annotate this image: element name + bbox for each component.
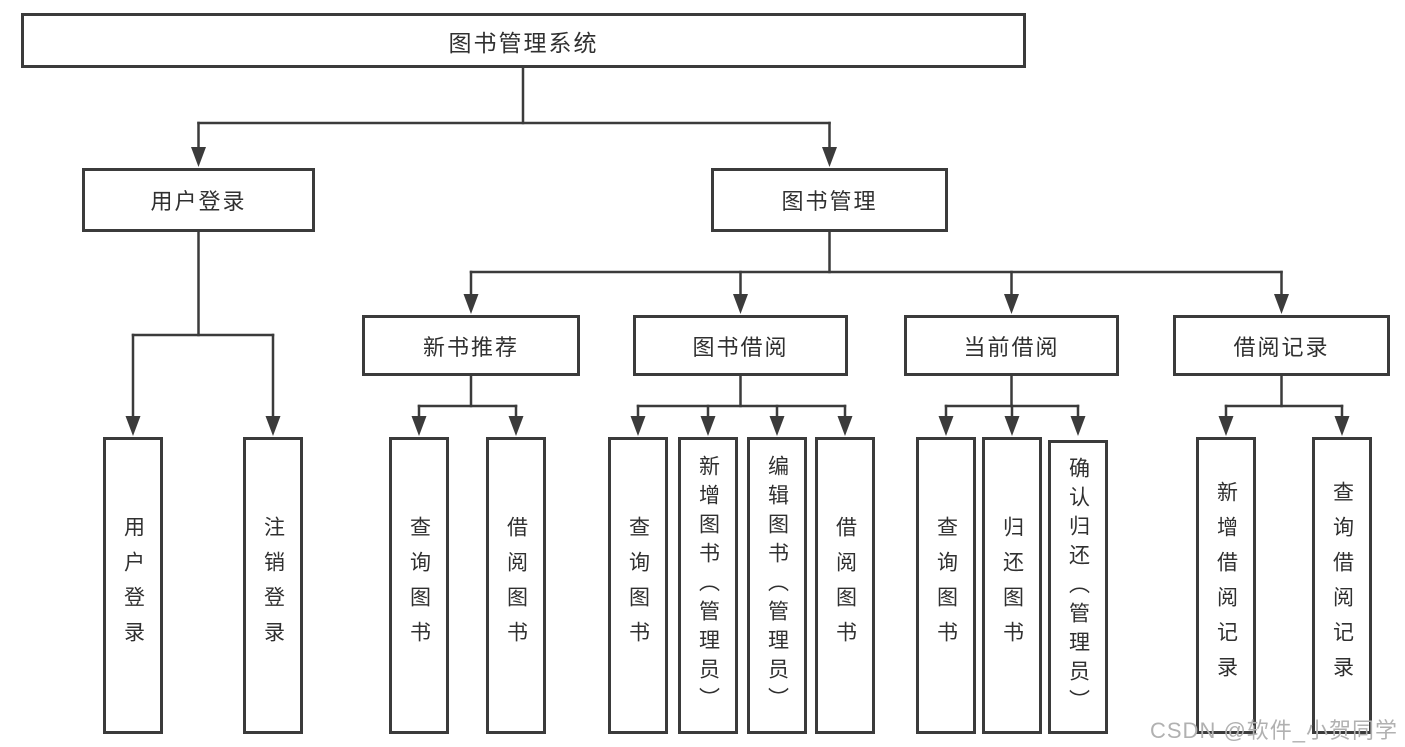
arrowhead: [463, 294, 479, 314]
arrowhead: [1274, 294, 1289, 314]
node-current-borrow: 当前借阅: [904, 315, 1119, 376]
node-new-book-recommend: 新书推荐: [362, 315, 580, 376]
leaf-add-borrow-record: 新增借阅记录: [1196, 437, 1256, 734]
node-library-management-system: 图书管理系统: [21, 13, 1026, 68]
arrowhead: [265, 416, 281, 436]
arrowhead: [191, 147, 206, 167]
leaf-user-login: 用户登录: [103, 437, 163, 734]
node-book-management: 图书管理: [711, 168, 948, 232]
arrowhead: [630, 416, 646, 436]
arrowhead: [508, 416, 524, 436]
node-book-borrow: 图书借阅: [633, 315, 848, 376]
arrowhead: [1218, 416, 1234, 436]
arrowhead: [837, 416, 853, 436]
arrowhead: [1334, 416, 1350, 436]
leaf-edit-book-admin: 编辑图书（管理员）: [747, 437, 807, 734]
arrowhead: [938, 416, 954, 436]
leaf-borrow-books: 借阅图书: [815, 437, 875, 734]
leaf-logout: 注销登录: [243, 437, 303, 734]
arrowhead: [700, 416, 716, 436]
node-user-login: 用户登录: [82, 168, 315, 232]
leaf-query-borrow-record: 查询借阅记录: [1312, 437, 1372, 734]
arrowhead: [1004, 416, 1020, 436]
arrowhead: [769, 416, 785, 436]
connectors-new-book-branch: [411, 374, 524, 436]
arrowhead: [1070, 416, 1086, 436]
arrowhead: [411, 416, 427, 436]
arrowhead: [125, 416, 141, 436]
leaf-borrow-books-recommend: 借阅图书: [486, 437, 546, 734]
arrowhead: [822, 147, 837, 167]
leaf-confirm-return-admin: 确认归还（管理员）: [1048, 440, 1108, 734]
arrowhead: [1004, 294, 1019, 314]
leaf-query-books-borrow: 查询图书: [608, 437, 668, 734]
connectors-user-login-branch: [125, 230, 281, 436]
leaf-return-books: 归还图书: [982, 437, 1042, 734]
connectors-current-borrow-branch: [938, 374, 1086, 436]
connectors-borrow-record-branch: [1218, 374, 1350, 436]
node-borrow-records: 借阅记录: [1173, 315, 1390, 376]
csdn-watermark: CSDN @软件_小贺同学: [1150, 718, 1399, 743]
connectors-book-borrow-branch: [630, 374, 853, 436]
connectors-root-to-level2: [191, 66, 837, 167]
connectors-book-management-to-level3: [463, 230, 1289, 314]
leaf-query-books-current: 查询图书: [916, 437, 976, 734]
leaf-add-book-admin: 新增图书（管理员）: [678, 437, 738, 734]
arrowhead: [733, 294, 748, 314]
leaf-query-books-recommend: 查询图书: [389, 437, 449, 734]
